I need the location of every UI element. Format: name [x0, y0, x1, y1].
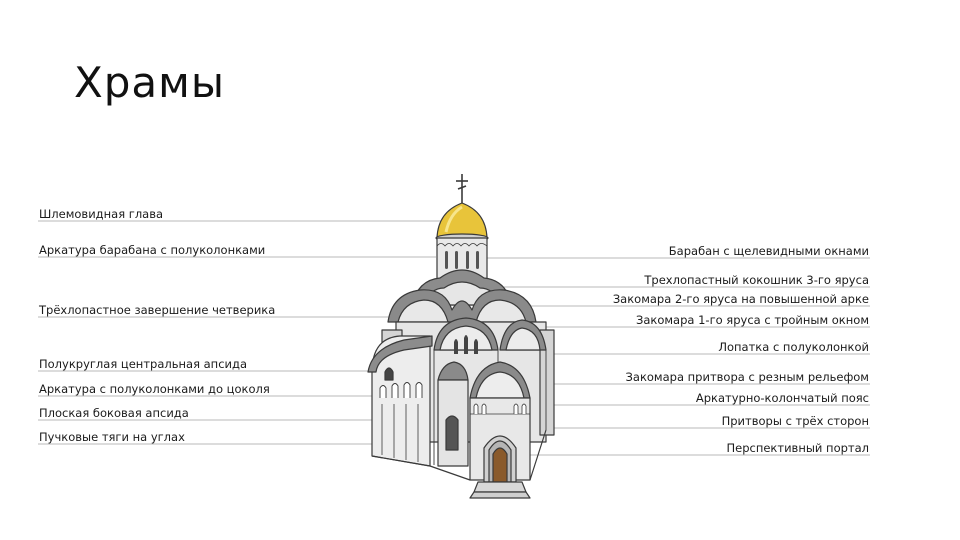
label-arcade-belt: Аркатурно-колончатый пояс [696, 391, 869, 405]
label-drum-arcade: Аркатура барабана с полуколонками [39, 243, 265, 257]
label-portal: Перспективный портал [726, 441, 869, 455]
church-illustration [367, 174, 555, 499]
label-corner-rods: Пучковые тяги на углах [39, 430, 185, 444]
label-drum-windows: Барабан с щелевидными окнами [669, 244, 869, 258]
cross-icon [456, 174, 468, 205]
steps [473, 481, 527, 493]
label-side-apse: Плоская боковая апсида [39, 406, 189, 420]
label-trefoil-top: Трёхлопастное завершение четверика [38, 303, 275, 317]
label-helmet-dome: Шлемовидная глава [39, 207, 163, 221]
slide-title: Храмы [74, 58, 226, 107]
label-pilaster: Лопатка с полуколонкой [718, 340, 869, 354]
left-labels: Шлемовидная глава Аркатура барабана с по… [38, 207, 275, 444]
label-vestibule-zakomara: Закомара притвора с резным рельефом [626, 370, 869, 384]
label-zakomara-1: Закомара 1-го яруса с тройным окном [636, 313, 869, 327]
label-kokoshnik-3: Трехлопастный кокошник 3-го яруса [643, 273, 869, 287]
leader-lines [38, 220, 870, 456]
label-plinth-arcade: Аркатура с полуколонками до цоколя [39, 382, 270, 396]
helmet-dome [436, 202, 488, 239]
label-vestibules: Притворы с трёх сторон [722, 414, 869, 428]
label-central-apse: Полукруглая центральная апсида [39, 357, 247, 371]
label-zakomara-2: Закомара 2-го яруса на повышенной арке [613, 292, 869, 306]
right-labels: Барабан с щелевидными окнами Трехлопастн… [613, 244, 869, 455]
